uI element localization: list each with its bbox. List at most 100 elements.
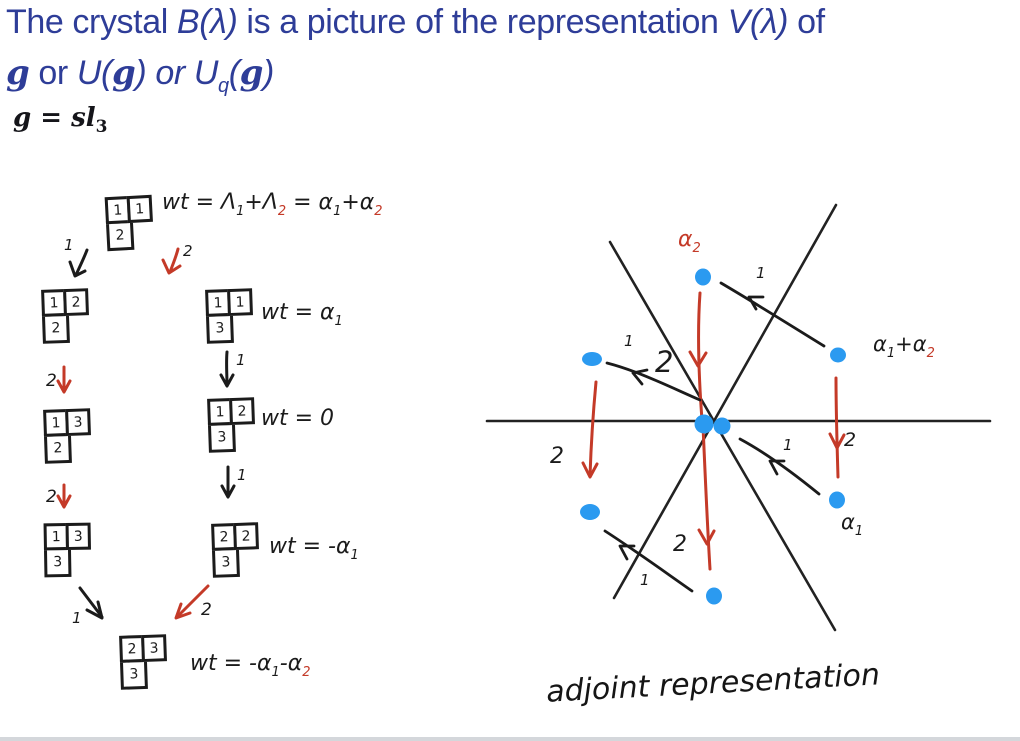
arrow-label-1: 1 [783, 436, 793, 454]
weight-label-zero: wt = 0 [261, 406, 334, 431]
subscript-red: 2 [692, 241, 701, 256]
weight-label-alpha1: wt = α1 [261, 300, 343, 329]
fraktur-g: g [6, 53, 30, 93]
alpha1-label: α1 [841, 510, 863, 539]
f2-arrowhead [697, 528, 716, 546]
subscript-3: 3 [95, 117, 108, 138]
title-math: ( [228, 54, 240, 92]
weight-dot-alpha1 [829, 491, 845, 509]
f2-arrowhead [161, 258, 182, 275]
f2-arrow-left [588, 380, 598, 478]
arrow-label-1: 1 [624, 332, 634, 350]
wt-text: +Λ [244, 190, 278, 215]
weight-label-neg-alpha1: wt = -α1 [269, 534, 359, 563]
arrow-label-1: 1 [236, 351, 246, 369]
subscript: 1 [350, 548, 359, 563]
wt-text: -α [279, 651, 303, 676]
tableau-cell: 3 [207, 421, 236, 453]
weight-dot-zero-2 [713, 417, 731, 435]
alpha2-label: α2 [678, 227, 701, 256]
tableau-cell: 1 [227, 288, 253, 317]
f2-arrow-top [168, 247, 180, 274]
arrow-label-1: 1 [640, 571, 650, 589]
weight-dots [580, 268, 846, 605]
weight-label-lowest: wt = -α1-α2 [190, 651, 311, 680]
alpha-glyph: α [841, 510, 855, 534]
f1-arrow-upper-right [719, 281, 826, 348]
tableau-cell: 2 [41, 312, 70, 344]
subscript: 1 [886, 346, 896, 361]
fraktur-g: g [13, 103, 32, 133]
weight-label-highest: wt = Λ1+Λ2 = α1+α2 [162, 190, 383, 219]
title-text: of [788, 3, 825, 41]
subscript: 1 [236, 204, 245, 219]
f1-arrowhead [85, 600, 104, 620]
equals-sign: = [31, 103, 72, 133]
crystal-red-arrows [56, 247, 210, 620]
arrow-label-2: 2 [844, 429, 857, 451]
alpha-glyph: α [678, 227, 693, 252]
f1-arrowhead [768, 459, 786, 476]
wt-text: +α [341, 190, 375, 215]
subscript-red: 2 [374, 204, 383, 219]
f1-arrow-bottom [78, 586, 104, 619]
wt-text: = α [286, 190, 334, 215]
f1-arrowhead [220, 484, 236, 499]
f1-arrowhead [68, 260, 87, 278]
diagonal-line-nw-se [608, 240, 837, 632]
diagonal-line-ne-sw [612, 203, 838, 600]
f2-arrowhead [174, 602, 192, 620]
subscript: 1 [271, 665, 280, 680]
weight-dot-alpha2 [695, 268, 711, 286]
tableau-cell: 3 [65, 522, 91, 551]
f2-arrow-right [834, 376, 840, 479]
tableau-cell: 2 [229, 397, 255, 426]
weight-dot-alpha1-plus-alpha2 [830, 347, 846, 363]
fraktur-g: g [111, 53, 136, 93]
f2-arrowhead [56, 379, 72, 394]
arrow-label-2: 2 [201, 600, 212, 620]
f1-arrowhead [747, 295, 765, 311]
subscript-red: 2 [277, 204, 287, 219]
fraktur-sl: sl [71, 103, 96, 133]
slide-title-line2: g or U(g) or Uq(g) [6, 53, 274, 98]
tableau-cell: 1 [126, 194, 153, 224]
tableau-cell: 3 [205, 312, 234, 344]
f2-arrowhead [581, 461, 599, 479]
tableau-cell: 2 [43, 432, 72, 464]
title-text: or [29, 54, 77, 92]
weight-dot-neg-alpha1-alpha2 [580, 504, 600, 520]
diagram-black-arrows [603, 281, 826, 593]
arrow-label-2: 2 [46, 371, 57, 391]
title-text: The crystal [6, 3, 177, 41]
subscript: 1 [334, 314, 343, 329]
tableau-cell: 3 [65, 408, 91, 437]
title-text: is a picture of the representation [237, 3, 728, 41]
weight-dot-neg-alpha1 [582, 352, 602, 366]
wt-text: wt = α [261, 300, 335, 325]
f1-arrow-alpha1-to-zero [738, 437, 821, 496]
arrow-label-1: 1 [237, 466, 247, 484]
subscript: 1 [854, 524, 864, 539]
tableau-cell: 3 [211, 546, 240, 578]
title-math: ) [263, 54, 274, 92]
f2-arrowhead [688, 350, 708, 368]
f1-arrow-top [74, 248, 89, 277]
slide-title-line1: The crystal B(λ) is a picture of the rep… [6, 3, 825, 42]
subscript: 1 [333, 204, 342, 219]
arrow-label-2: 2 [655, 345, 674, 379]
tableau-cell: 3 [119, 658, 148, 690]
f1-arrowhead [219, 373, 235, 388]
f1-arrowhead [631, 368, 649, 386]
arrow-label-2: 2 [46, 487, 57, 507]
title-math: U( [76, 54, 112, 92]
weight-dot-neg-alpha2 [706, 587, 722, 605]
